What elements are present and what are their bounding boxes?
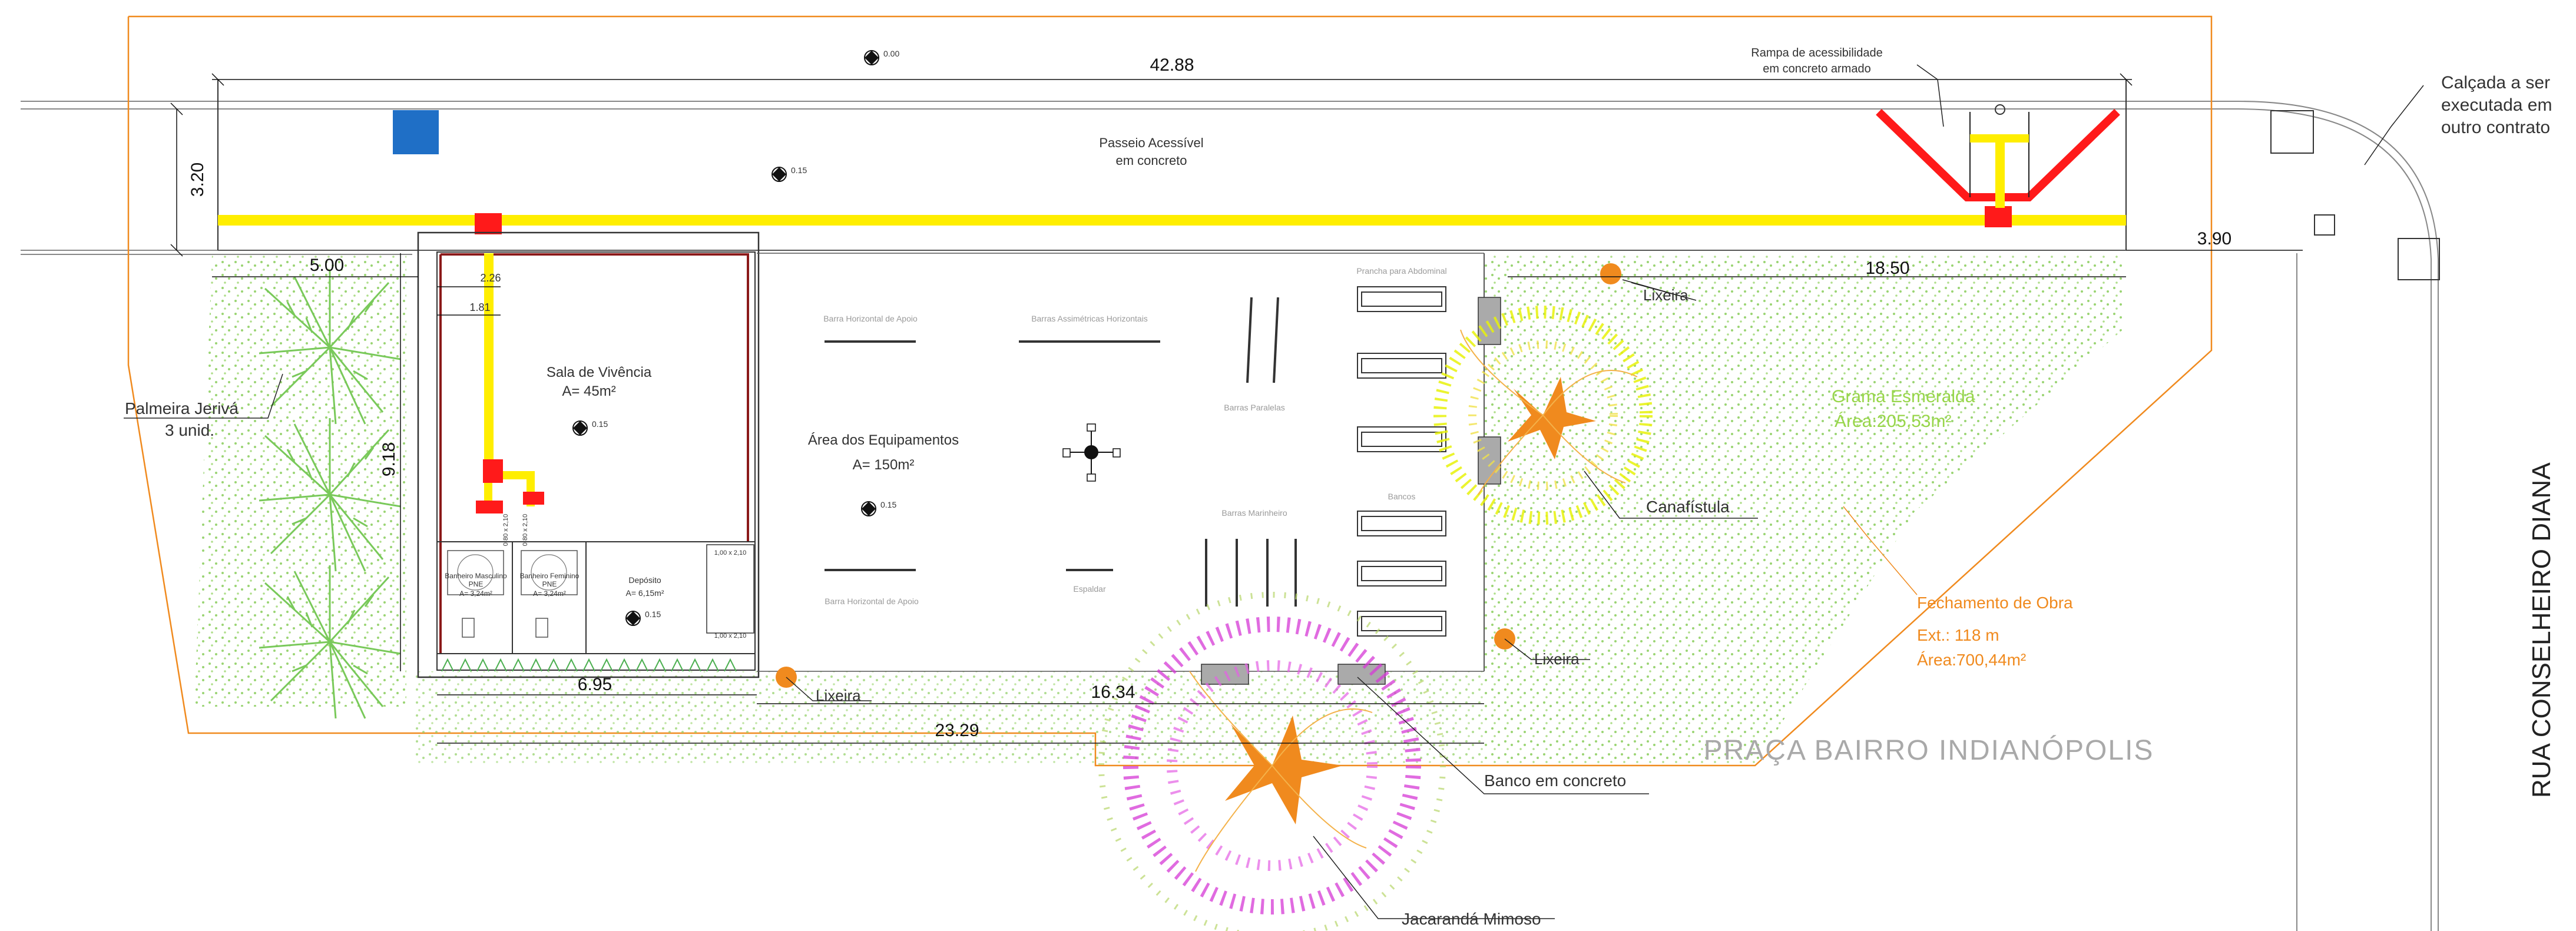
equip-label: Bancos (1388, 492, 1416, 501)
hedge (441, 658, 737, 672)
level-room: 0.15 (592, 419, 608, 429)
building (417, 231, 760, 678)
lixeira-label: Lixeira (816, 687, 861, 704)
abdominal-boards (1357, 286, 1446, 452)
dim-left-offset: 5.00 (310, 256, 344, 275)
level-equip: 0.15 (880, 500, 896, 509)
ramp-label-2: em concreto armado (1763, 62, 1870, 75)
wc-f-name: Banheiro Feminino (520, 572, 580, 580)
equip-label: Espaldar (1073, 584, 1106, 594)
dim-total-width: 42.88 (1150, 55, 1194, 75)
equip-label: Barras Assimétricas Horizontais (1031, 314, 1148, 323)
dim-sidewalk-depth: 3.20 (188, 163, 207, 197)
lixeira-label: Lixeira (1534, 650, 1580, 668)
wc-f-area: A= 3,24m² (533, 589, 566, 598)
water-box (393, 110, 439, 154)
wc-m-name: Banheiro Masculino (445, 572, 507, 580)
leader-lines (124, 64, 2424, 919)
equip-label: Barra Horizontal de Apoio (825, 597, 919, 606)
lixeira-label: Lixeira (1643, 286, 1688, 304)
grass-label-2: Área:205,53m² (1835, 412, 1951, 431)
future-sidewalk-1: Calçada a ser (2441, 73, 2550, 92)
square-name: PRAÇA BAIRRO INDIANÓPOLIS (1704, 734, 2154, 766)
door-label: 0,80 x 2,10 (502, 514, 509, 546)
canafistula-tree (1433, 306, 1653, 525)
wc-m-area: A= 3,24m² (459, 589, 492, 598)
trash-bin (1600, 263, 1621, 284)
equip-label: Barras Marinheiro (1221, 508, 1287, 518)
living-room-area: A= 45m² (562, 383, 615, 399)
equipment-area (757, 253, 1501, 685)
level-marker (572, 50, 879, 626)
enclosure-title: Fechamento de Obra (1917, 594, 2073, 612)
grass-label-1: Grama Esmeralda (1832, 387, 1975, 406)
equip-label: Prancha para Abdominal (1356, 266, 1446, 276)
depot-name: Depósito (628, 575, 661, 585)
palm-tree (259, 271, 401, 719)
equip-area-value: A= 150m² (853, 457, 915, 473)
grass-area (194, 254, 2126, 766)
dim-building-width: 6.95 (578, 675, 612, 694)
concrete-bench (1201, 664, 1249, 685)
ramp-label-1: Rampa de acessibilidade (1751, 47, 1882, 59)
dim-right-offset: 18.50 (1865, 259, 1909, 278)
street-name: RUA CONSELHEIRO DIANA (2527, 462, 2556, 798)
canafistula-label: Canafístula (1646, 498, 1730, 516)
sidewalk-title-1: Passeio Acessível (1099, 135, 1203, 150)
future-sidewalk-2: executada em (2441, 95, 2552, 115)
level-top: 0.00 (883, 49, 899, 58)
street-curb (21, 101, 2440, 931)
accessibility-ramp (1876, 104, 2120, 208)
enclosure-area: Área:700,44m² (1917, 651, 2026, 669)
wc-m-tag: PNE (469, 580, 484, 588)
equip-area-name: Área dos Equipamentos (808, 432, 959, 448)
palm-label-1: Palmeira Jerivá (125, 399, 239, 418)
dim-corner: 3.90 (2197, 229, 2231, 249)
door-label: 0,80 x 2,10 (522, 514, 529, 546)
palm-label-2: 3 unid. (165, 421, 214, 439)
level-depot: 0.15 (645, 609, 661, 619)
benches-block (1357, 511, 1446, 637)
dim-room-1-81: 1.81 (469, 302, 490, 313)
level-sidewalk: 0.15 (791, 165, 807, 175)
tactile-warning (1985, 206, 2012, 227)
bench-label: Banco em concreto (1484, 771, 1626, 790)
dim-building-height: 9.18 (379, 442, 399, 476)
equip-label: Barra Horizontal de Apoio (823, 314, 918, 323)
sidewalk (217, 79, 2127, 251)
door-label: 1,00 x 2,10 (714, 632, 746, 640)
wc-f-tag: PNE (542, 580, 557, 588)
dim-equip-width: 16.34 (1091, 682, 1135, 702)
concrete-bench (1478, 436, 1501, 485)
enclosure-length: Ext.: 118 m (1917, 626, 1999, 644)
dimension-lines (170, 73, 2303, 744)
living-room-name: Sala de Vivência (547, 365, 652, 380)
door-label: 1,00 x 2,10 (714, 549, 746, 556)
equipment-station (1062, 423, 1121, 482)
tactile-warning (475, 213, 502, 234)
depot-area: A= 6,15m² (626, 588, 664, 598)
future-sidewalk-3: outro contrato (2441, 118, 2550, 137)
dim-room-2-26: 2.26 (480, 272, 501, 284)
jacaranda-tree (1098, 592, 1446, 931)
equip-label: Barras Paralelas (1224, 403, 1285, 412)
dim-overall-width: 23.29 (935, 721, 979, 740)
jacaranda-label: Jacarandá Mimoso (1402, 910, 1541, 928)
sidewalk-title-2: em concreto (1115, 153, 1187, 168)
accessible-path (218, 215, 2126, 226)
